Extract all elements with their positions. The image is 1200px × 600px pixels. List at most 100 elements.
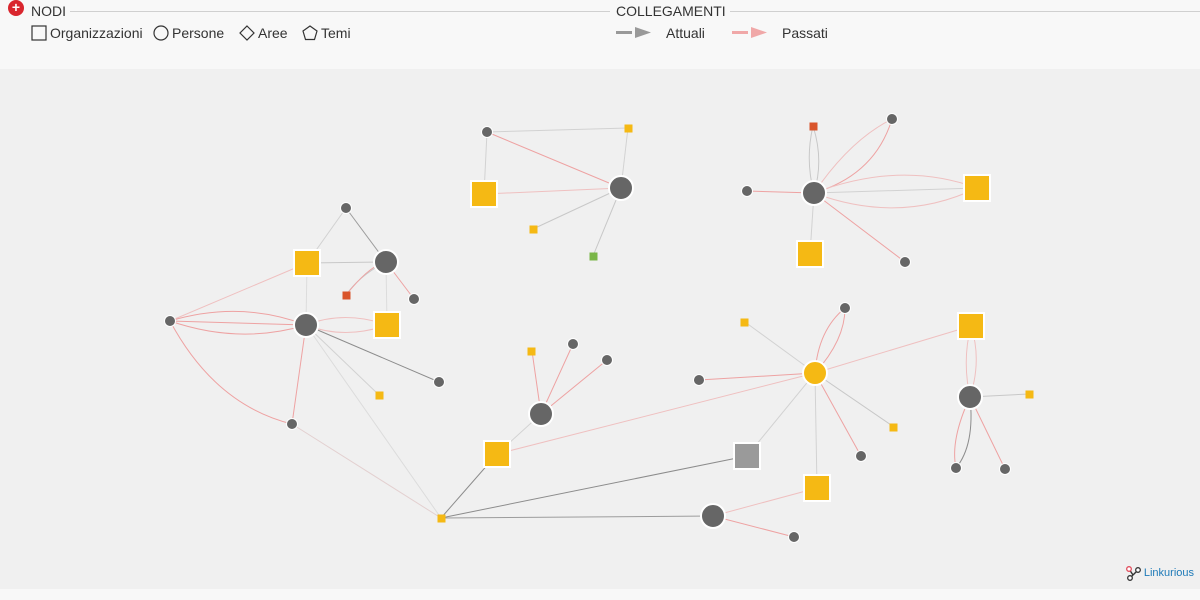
person-node[interactable]: [481, 126, 493, 138]
person-node-highlighted[interactable]: [802, 360, 828, 386]
graph-edge[interactable]: [483, 187, 622, 195]
person-node[interactable]: [855, 450, 867, 462]
organization-node[interactable]: [963, 174, 991, 202]
person-node[interactable]: [293, 312, 319, 338]
organization-node[interactable]: [470, 180, 498, 208]
graph-edge[interactable]: [305, 324, 442, 519]
organization-node[interactable]: [1025, 390, 1034, 399]
person-node[interactable]: [957, 384, 983, 410]
legend-toggle-button[interactable]: +: [8, 0, 24, 16]
legend-item-themes[interactable]: Temi: [302, 24, 351, 42]
legend-label: Organizzazioni: [50, 25, 143, 41]
legend-item-areas[interactable]: Aree: [239, 24, 288, 42]
organization-node[interactable]: [624, 124, 633, 133]
person-node[interactable]: [899, 256, 911, 268]
person-node[interactable]: [408, 293, 420, 305]
legend-divider: [730, 11, 1200, 12]
organization-node[interactable]: [796, 240, 824, 268]
person-node[interactable]: [340, 202, 352, 214]
legend-label: Aree: [258, 25, 288, 41]
person-node[interactable]: [608, 175, 634, 201]
graph-edge[interactable]: [169, 310, 307, 326]
graph-edge[interactable]: [712, 515, 795, 538]
organization-node-gray[interactable]: [733, 442, 761, 470]
graph-edge[interactable]: [814, 372, 895, 428]
graph-edge[interactable]: [169, 262, 308, 322]
diamond-icon: [239, 25, 255, 41]
organization-node-red[interactable]: [809, 122, 818, 131]
graph-edge[interactable]: [291, 324, 307, 425]
graph-svg[interactable]: [0, 69, 1200, 589]
graph-edge[interactable]: [169, 320, 307, 335]
organization-node[interactable]: [529, 225, 538, 234]
links-heading: COLLEGAMENTI: [612, 3, 730, 19]
person-node[interactable]: [886, 113, 898, 125]
legend-item-organizations[interactable]: Organizzazioni: [31, 24, 143, 42]
person-node[interactable]: [433, 376, 445, 388]
legend-item-persons[interactable]: Persone: [153, 24, 224, 42]
person-node[interactable]: [999, 463, 1011, 475]
nodes-heading: NODI: [27, 3, 70, 19]
legend-label: Passati: [782, 25, 828, 41]
graph-edge[interactable]: [698, 372, 816, 381]
organization-node-red[interactable]: [342, 291, 351, 300]
person-node[interactable]: [839, 302, 851, 314]
legend-item-past-links[interactable]: Passati: [732, 24, 828, 42]
graph-edge[interactable]: [440, 455, 748, 519]
watermark-label: Linkurious: [1143, 567, 1194, 579]
graph-edge[interactable]: [814, 372, 818, 489]
graph-canvas[interactable]: [0, 69, 1200, 589]
graph-edge[interactable]: [169, 320, 293, 425]
graph-edge[interactable]: [305, 324, 380, 396]
linkurious-logo-icon: [1125, 566, 1141, 581]
graph-edge[interactable]: [540, 359, 608, 415]
organization-node[interactable]: [293, 249, 321, 277]
graph-edge[interactable]: [813, 187, 978, 194]
graph-edge[interactable]: [532, 187, 622, 230]
graph-edge[interactable]: [486, 131, 622, 189]
graph-edge[interactable]: [813, 192, 906, 263]
graph-edge[interactable]: [813, 118, 893, 194]
person-node[interactable]: [741, 185, 753, 197]
graph-edge[interactable]: [291, 423, 442, 519]
organization-node[interactable]: [957, 312, 985, 340]
person-node[interactable]: [373, 249, 399, 275]
organization-node[interactable]: [373, 311, 401, 339]
person-node[interactable]: [567, 338, 579, 350]
linkurious-watermark[interactable]: Linkurious: [1125, 565, 1194, 581]
person-node[interactable]: [801, 180, 827, 206]
graph-edge[interactable]: [169, 320, 307, 326]
organization-node[interactable]: [483, 440, 511, 468]
person-node[interactable]: [528, 401, 554, 427]
graph-edge[interactable]: [486, 127, 629, 133]
graph-edge[interactable]: [813, 118, 893, 194]
pentagon-icon: [302, 25, 318, 41]
person-node[interactable]: [601, 354, 613, 366]
organization-node[interactable]: [889, 423, 898, 432]
arrow-pink-icon: [732, 27, 767, 38]
organization-node[interactable]: [527, 347, 536, 356]
graph-edge[interactable]: [813, 174, 978, 194]
person-node[interactable]: [286, 418, 298, 430]
graph-edge[interactable]: [744, 321, 816, 374]
person-node[interactable]: [693, 374, 705, 386]
graph-edge[interactable]: [814, 325, 972, 374]
organization-node[interactable]: [375, 391, 384, 400]
person-node[interactable]: [700, 503, 726, 529]
organization-node[interactable]: [803, 474, 831, 502]
graph-edge[interactable]: [712, 487, 818, 517]
graph-edge[interactable]: [496, 372, 816, 455]
graph-edge[interactable]: [814, 372, 862, 457]
person-node[interactable]: [950, 462, 962, 474]
organization-node[interactable]: [437, 514, 446, 523]
organization-node[interactable]: [740, 318, 749, 327]
legend-item-current-links[interactable]: Attuali: [616, 24, 705, 42]
graph-edge[interactable]: [440, 515, 714, 519]
graph-edge[interactable]: [969, 396, 1006, 470]
organization-node-green[interactable]: [589, 252, 598, 261]
person-node[interactable]: [788, 531, 800, 543]
graph-edge[interactable]: [305, 324, 440, 383]
graph-edge[interactable]: [813, 187, 978, 209]
person-node[interactable]: [164, 315, 176, 327]
graph-nodes: [164, 113, 1034, 543]
